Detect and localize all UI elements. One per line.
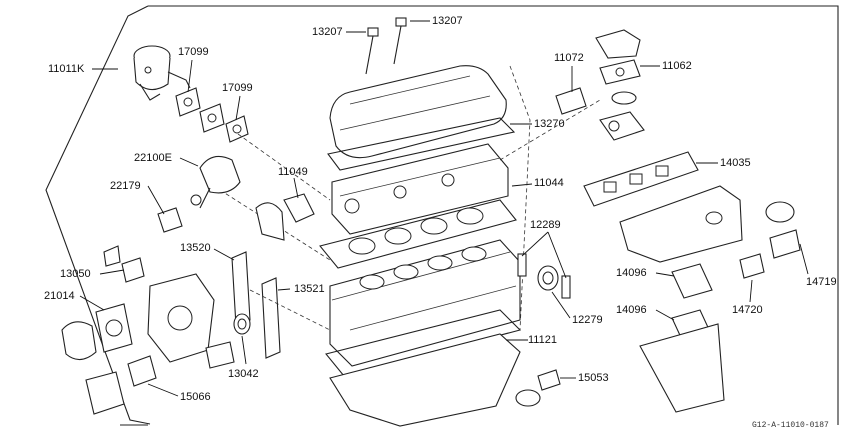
- oil-pump-cover-gasket-drawing: [537, 369, 561, 391]
- manifold-gasket-14720-drawing: [739, 253, 765, 279]
- label-11049: 11049: [278, 166, 308, 178]
- cylinder-head-gasket-drawing: [319, 199, 517, 269]
- exhaust-manifold-gasket-drawing: [583, 151, 699, 207]
- label-13050: 13050: [60, 268, 91, 280]
- valve-seal-drawing: [517, 253, 571, 299]
- fuel-pump-drawing: [133, 45, 191, 101]
- label-14035: 14035: [720, 157, 751, 169]
- cylinder-head-drawing: [331, 143, 509, 235]
- manifold-gasket-14719-drawing: [769, 229, 801, 259]
- exhaust-manifold-drawing: [619, 185, 743, 263]
- oil-pan-drawing: [329, 333, 521, 427]
- thermostat-gasket-drawing: [555, 87, 587, 115]
- label-14719: 14719: [806, 276, 837, 288]
- rear-oil-seal-drawing: [537, 265, 559, 291]
- label-11072: 11072: [554, 52, 584, 64]
- label-12289: 12289: [530, 219, 561, 231]
- distributor-gasket-drawing: [157, 207, 183, 233]
- label-13207-a: 13207: [312, 26, 343, 38]
- label-12279: 12279: [572, 314, 603, 326]
- label-13520: 13520: [180, 242, 211, 254]
- engine-block-drawing: [329, 239, 521, 367]
- label-21014: 21014: [44, 290, 75, 302]
- label-11011k: 11011K: [48, 63, 85, 75]
- label-13521: 13521: [294, 283, 325, 295]
- thermostat-drawing: [599, 91, 645, 141]
- label-22100e: 22100E: [134, 152, 172, 164]
- distributor-drawing: [190, 155, 241, 209]
- timing-cover-gasket-b-drawing: [261, 277, 281, 359]
- water-pump-drawing: [147, 273, 235, 369]
- label-13207-b: 13207: [432, 15, 463, 27]
- label-11121: 11121: [528, 334, 557, 346]
- rocker-cover-drawing: [329, 65, 507, 159]
- timing-cover-gasket-drawing: [283, 193, 315, 223]
- label-17099-b: 17099: [222, 82, 253, 94]
- rocker-cover-bolt-drawing: [365, 17, 407, 75]
- rocker-cover-gasket-drawing: [327, 117, 516, 171]
- label-11062: 11062: [662, 60, 692, 72]
- oil-pump-gasket-drawing: [121, 257, 145, 283]
- exhaust-pipe-gasket-a-drawing: [671, 263, 713, 299]
- label-22179: 22179: [110, 180, 141, 192]
- footer-code: G12-A-11010-0187: [752, 421, 829, 430]
- crankshaft-seal-drawing: [233, 313, 251, 335]
- label-14720: 14720: [732, 304, 763, 316]
- label-11044: 11044: [534, 177, 564, 189]
- label-14096-b: 14096: [616, 304, 647, 316]
- label-13042: 13042: [228, 368, 259, 380]
- timing-chain-gasket-drawing: [231, 251, 251, 327]
- fuel-pump-gasket-drawing: [175, 87, 249, 143]
- oil-strainer-gasket-drawing: [127, 355, 157, 387]
- thermostat-housing-drawing: [595, 29, 641, 85]
- label-14096-a: 14096: [616, 267, 647, 279]
- kit-boundary-bracket: [45, 5, 839, 425]
- label-15066: 15066: [180, 391, 211, 403]
- label-17099-a: 17099: [178, 46, 209, 58]
- label-15053: 15053: [578, 372, 609, 384]
- label-13270: 13270: [534, 118, 565, 130]
